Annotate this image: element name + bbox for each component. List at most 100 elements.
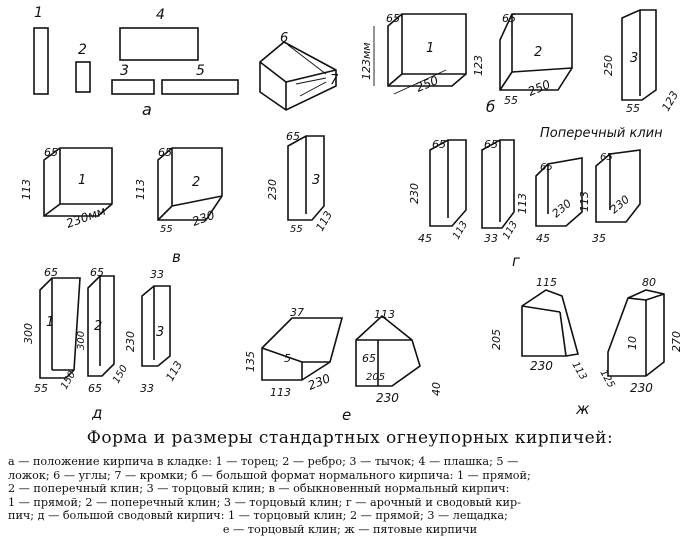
brick-zh1 [521,289,580,357]
section-zh-skewback: 115 205 230 113 80 10 270 230 125 ж [490,276,683,418]
section-label: ж [575,400,590,418]
brick-bed [119,27,199,61]
brick-edge [75,61,91,93]
num-label: 1 [34,5,43,21]
num-label: 4 [156,7,165,23]
dim-label: 230 [376,391,399,405]
dim-label: 113 [374,308,395,321]
section-label: б [486,98,495,116]
dim-label: 123мм [360,42,373,80]
num-label: 2 [78,42,87,58]
dim-label: 113 [270,386,291,399]
dim-label: 55 [290,224,303,235]
dim-label: 55 [160,224,173,235]
dim-label: 55 [504,94,518,107]
dim-label: 33 [140,382,154,395]
dim-label: 55 [626,102,640,115]
num-label: 2 [94,319,102,334]
num-label: 2 [192,175,200,190]
dim-label: 33 [150,268,164,281]
dim-label: 123 [659,89,681,114]
dim-label: 205 [490,329,503,350]
dim-label: 65 [286,130,300,143]
dim-label: 40 [430,382,443,396]
num-label: 2 [534,45,542,60]
dim-label: 113 [163,359,185,384]
dim-label: 45 [536,232,550,245]
dim-label: 230 [124,331,137,352]
g-title: Поперечный клин [540,126,663,141]
dim-label: 65 [386,12,400,25]
section-g-arch-brick: Поперечный клин 65 230 45 113 65 33 113 … [408,126,663,270]
section-a-brick-positions: 1 2 4 3 5 а 6 7 [33,5,339,119]
legend-line: ложок; 6 — углы; 7 — кромки; б — большой… [8,468,531,482]
brick-e2 [355,314,421,387]
dim-label: 65 [484,138,498,151]
figure-legend: а — положение кирпича в кладке: 1 — торе… [8,455,692,537]
dim-label: 37 [290,306,304,319]
dim-label: 65 [362,352,376,365]
dim-label: 65 [44,266,58,279]
brick-stretcher [161,79,239,95]
num-label: 3 [120,63,129,79]
section-label: е [342,406,351,420]
dim-label: 113 [569,360,588,382]
brick-header [111,79,155,95]
brick-angled [259,41,337,111]
section-label: д [91,404,102,420]
dim-label: 250 [602,55,615,76]
figure-caption: Форма и размеры стандартных огнеупорных … [86,428,614,448]
dim-label: 65 [600,152,613,163]
legend-line: 1 — прямой; 2 — поперечный клин; 3 — тор… [8,495,521,509]
dim-label: 113 [134,179,147,200]
dim-label: 230 [530,359,553,373]
dim-label: 123 [472,55,485,76]
brick-b3 [621,9,657,101]
dim-label: 65 [44,146,58,159]
bricks-diagram: 1 2 4 3 5 а 6 7 1 123мм 65 250 2 123 65 … [20,5,683,420]
dim-label: 65 [540,162,553,173]
num-label: 1 [46,315,54,330]
dim-label: 270 [670,331,683,352]
dim-label: 35 [592,232,606,245]
dim-label: 33 [484,232,498,245]
brick-zh2 [607,289,665,377]
dim-label: 135 [244,351,257,372]
brick-end [33,27,49,95]
brick-g2 [481,139,515,229]
dim-label: 65 [502,12,516,25]
dim-label: 65 [90,266,104,279]
num-label: 1 [426,41,434,56]
section-v-normal-brick: 1 65 113 230мм 2 65 113 230 55 в 3 65 23… [20,130,335,266]
num-label: 3 [312,173,320,188]
num-label: 10 [626,336,639,350]
dim-label: 205 [366,372,385,383]
num-label: 3 [156,325,164,340]
legend-line: пич; д — большой сводовый кирпич: 1 — то… [8,509,508,523]
dim-label: 113 [516,193,529,214]
dim-label: 113 [20,179,33,200]
dim-label: 80 [642,276,656,289]
dim-label: 65 [158,146,172,159]
num-label: 1 [78,173,86,188]
section-label: г [512,252,520,270]
dim-label: 300 [22,323,35,344]
num-label: 7 [330,73,339,88]
dim-label: 65 [88,382,102,395]
dim-label: 55 [34,382,48,395]
section-label: а [142,100,152,119]
dim-label: 65 [432,138,446,151]
dim-label: 45 [418,232,432,245]
section-d-large-arch: 1 65 300 55 150 2 65 300 65 150 3 33 230… [22,266,185,420]
num-label: 5 [284,352,291,365]
dim-label: 230 [408,183,421,204]
dim-label: 230 [630,381,653,395]
dim-label: 300 [76,331,87,350]
section-b-large-format: 1 123мм 65 250 2 123 65 250 55 б 3 250 5… [360,9,681,116]
dim-label: 115 [536,276,557,289]
legend-line: а — положение кирпича в кладке: 1 — торе… [8,455,519,468]
section-e-end-wedge: 5 37 135 113 230 65 205 113 230 40 е [244,306,443,420]
num-label: 5 [196,63,205,79]
legend-line: 2 — поперечный клин; 3 — торцовый клин; … [8,482,510,496]
dim-label: 150 [111,363,130,385]
